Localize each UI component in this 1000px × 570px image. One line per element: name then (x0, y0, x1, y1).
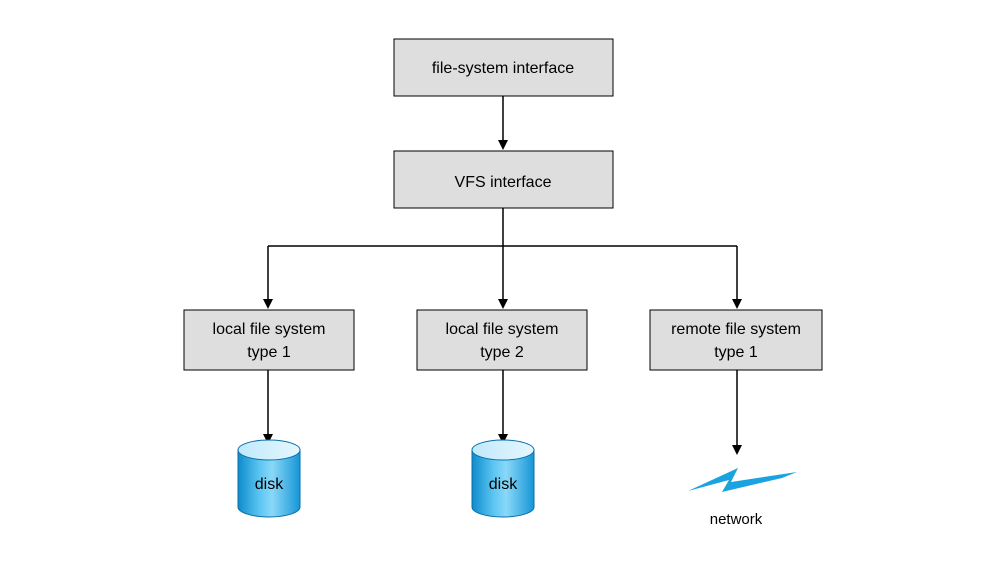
vfs-interface-box: VFS interface (393, 150, 614, 209)
disk-1-label: disk (255, 476, 284, 493)
local-fs-type1-line2: type 1 (247, 344, 291, 361)
local-fs-type2-line1: local file system (446, 321, 559, 338)
disk-2-label: disk (489, 476, 518, 493)
file-system-interface-box: file-system interface (393, 38, 614, 97)
arrow-remote-to-network (732, 370, 742, 455)
file-system-interface-label: file-system interface (432, 60, 574, 77)
disk-1-icon: disk (237, 439, 301, 518)
arrow-fs-to-vfs (498, 96, 508, 150)
remote-fs-type1-line1: remote file system (671, 321, 801, 338)
local-fs-type1-line1: local file system (213, 321, 326, 338)
arrow-local2-to-disk (498, 370, 508, 444)
local-fs-type2-line2: type 2 (480, 344, 524, 361)
network-label: network (710, 511, 763, 528)
local-file-system-type2-box: local file system type 2 (416, 309, 588, 371)
local-file-system-type1-box: local file system type 1 (183, 309, 355, 371)
network-icon: network (688, 468, 797, 528)
vfs-branch-connector (263, 208, 742, 309)
remote-fs-type1-line2: type 1 (714, 344, 758, 361)
remote-file-system-type1-box: remote file system type 1 (649, 309, 823, 371)
arrow-local1-to-disk (263, 370, 273, 444)
disk-2-icon: disk (471, 439, 535, 518)
vfs-interface-label: VFS interface (455, 174, 552, 191)
